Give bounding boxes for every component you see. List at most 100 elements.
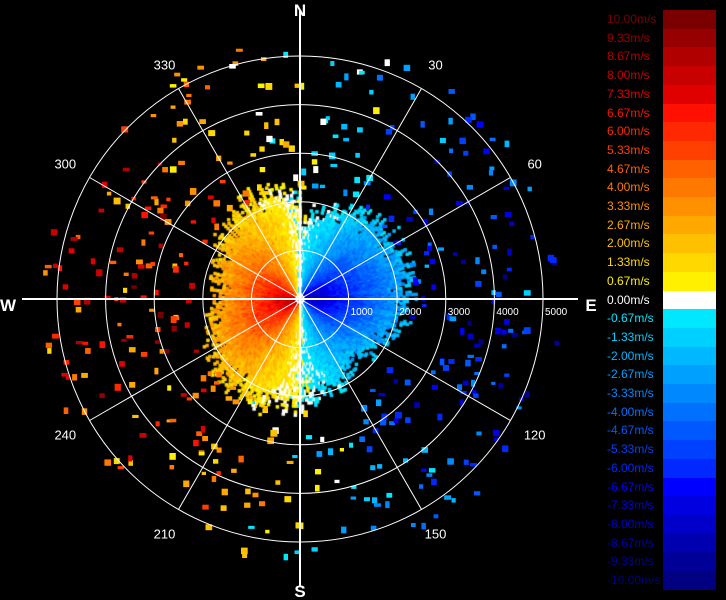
echo-cell: [409, 314, 416, 319]
echo-cell: [57, 265, 63, 272]
azimuth-label: 210: [154, 527, 176, 542]
echo-cell: [467, 320, 472, 327]
echo-cell: [129, 382, 136, 388]
echo-cell: [502, 445, 509, 453]
echo-cell: [283, 141, 290, 148]
echo-cell: [410, 262, 416, 267]
echo-cell: [456, 200, 463, 206]
echo-cell: [383, 194, 391, 200]
echo-cell: [395, 411, 402, 419]
echo-cell: [172, 137, 177, 143]
echo-cell: [157, 312, 164, 319]
echo-cell: [511, 332, 518, 338]
echo-cell: [141, 180, 147, 184]
legend-band: [663, 365, 716, 385]
echo-cell: [448, 359, 455, 364]
radar-center-marker: [295, 294, 305, 304]
legend-label: -2.67m/s: [607, 367, 654, 382]
echo-cell: [96, 269, 103, 277]
azimuth-label: 330: [154, 57, 176, 72]
echo-cell: [412, 277, 418, 284]
echo-cell: [47, 348, 52, 354]
echo-cell: [431, 370, 436, 375]
range-label: 1000: [351, 307, 374, 318]
echo-cell: [474, 491, 481, 496]
echo-cell: [527, 186, 532, 192]
echo-cell: [83, 297, 91, 305]
echo-cell: [523, 327, 531, 334]
echo-cell: [437, 413, 443, 421]
echo-cell: [475, 257, 480, 265]
echo-cell: [176, 121, 184, 127]
echo-cell: [122, 167, 130, 172]
echo-cell: [213, 200, 221, 207]
echo-cell: [184, 322, 190, 328]
echo-cell: [81, 372, 88, 378]
echo-cell: [530, 235, 535, 240]
echo-cell: [116, 247, 124, 253]
echo-cell: [229, 64, 236, 69]
echo-cell: [373, 107, 380, 115]
echo-cell: [492, 244, 497, 249]
echo-cell: [216, 372, 222, 378]
legend-label: 6.67m/s: [607, 105, 650, 120]
echo-cell: [366, 446, 373, 453]
legend-label: 6.00m/s: [607, 124, 650, 139]
echo-cell: [121, 126, 129, 133]
echo-cell: [379, 419, 387, 426]
echo-cell: [221, 488, 228, 496]
echo-cell: [288, 145, 295, 152]
echo-cell: [207, 195, 214, 200]
echo-cell: [523, 290, 531, 296]
echo-cell: [117, 466, 124, 470]
echo-cell: [332, 134, 339, 139]
legend-label: -4.00m/s: [607, 404, 654, 419]
echo-cell: [70, 237, 78, 241]
legend-label: 2.00m/s: [607, 236, 650, 251]
echo-cell: [376, 74, 383, 81]
echo-cell: [259, 167, 266, 173]
echo-cell: [476, 121, 484, 128]
echo-cell: [311, 159, 318, 165]
echo-cell: [350, 496, 357, 500]
echo-cell: [185, 299, 192, 304]
echo-cell: [501, 329, 507, 335]
echo-cell: [428, 208, 434, 215]
legend-band: [663, 421, 716, 441]
echo-cell: [501, 344, 507, 349]
legend-band: [663, 66, 716, 86]
echo-cell: [355, 152, 360, 158]
echo-cell: [246, 396, 254, 401]
echo-cell: [45, 342, 52, 348]
legend-band: [663, 290, 716, 310]
echo-cell: [489, 137, 496, 142]
echo-cell: [504, 212, 512, 218]
echo-cell: [467, 354, 474, 358]
azimuth-spoke: [89, 177, 301, 300]
legend-label: 5.33m/s: [607, 142, 650, 157]
echo-cell: [123, 287, 128, 293]
azimuth-label: 30: [428, 57, 442, 72]
echo-cell: [413, 209, 418, 214]
range-label: 2000: [399, 307, 422, 318]
azimuth-spoke: [89, 298, 301, 421]
echo-cell: [447, 458, 454, 465]
echo-cell: [181, 78, 188, 82]
legend-band: [663, 84, 716, 104]
echo-cell: [119, 361, 125, 367]
echo-cell: [145, 263, 153, 269]
echo-cell: [410, 93, 415, 100]
echo-cell: [52, 263, 58, 268]
echo-cell: [264, 122, 269, 129]
echo-cell: [205, 85, 210, 90]
echo-cell: [474, 372, 480, 375]
echo-cell: [61, 372, 68, 377]
echo-cell: [169, 465, 175, 470]
echo-cell: [349, 442, 354, 448]
echo-cell: [164, 219, 172, 225]
echo-cell: [244, 502, 251, 508]
echo-cell: [245, 488, 251, 495]
legend-label: 0.67m/s: [607, 273, 650, 288]
echo-cell: [214, 223, 220, 231]
echo-cell: [457, 384, 463, 391]
